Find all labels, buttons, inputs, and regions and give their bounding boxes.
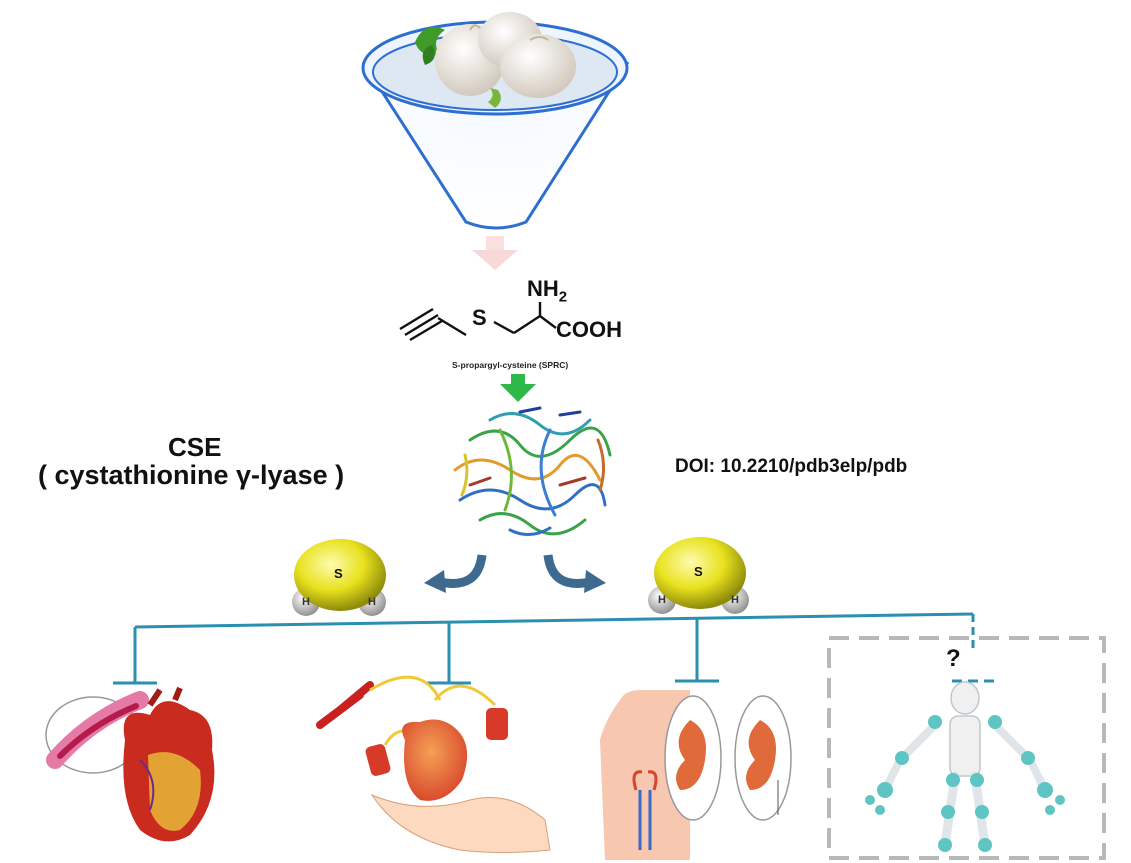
cse-protein-structure-icon: [453, 406, 612, 536]
h2s-molecule-left: [292, 539, 386, 616]
sprc-structure: [399, 302, 557, 342]
curved-arrow-right: [543, 554, 606, 593]
unknown-target-question-mark: ?: [946, 645, 961, 672]
enzyme-abbreviation: CSE: [168, 432, 222, 462]
h2s-molecule-right: [648, 537, 749, 614]
heart-on-hand-icon: [316, 675, 551, 853]
garlic-funnel-icon: [361, 12, 630, 230]
kidney-body-icon: [600, 690, 792, 860]
h2s-left-sulfur-label: S: [334, 566, 343, 581]
garlic-icon: [415, 12, 576, 108]
h2s-right-sulfur-label: S: [694, 564, 703, 579]
h2s-right-hydrogen-b: H: [731, 594, 739, 606]
amine-label: NH: [527, 276, 559, 301]
h2s-left-hydrogen-b: H: [368, 596, 376, 608]
carboxyl-group-label: COOH: [556, 317, 622, 342]
unknown-target-box: [827, 636, 1106, 860]
compound-name: S-propargyl-cysteine (SPRC): [452, 360, 569, 370]
amine-group-label: NH2: [527, 276, 567, 305]
inhibition-tree: [113, 612, 996, 685]
sulfur-atom-label: S: [472, 305, 487, 330]
enzyme-full-name: ( cystathionine γ-lyase ): [38, 460, 345, 490]
skeleton-joints-icon: [865, 681, 1065, 852]
h2s-left-hydrogen-a: H: [302, 596, 310, 608]
amine-subscript: 2: [558, 288, 568, 306]
funnel-output-arrow: [472, 236, 518, 270]
curved-arrow-left: [424, 554, 487, 593]
h2s-right-hydrogen-a: H: [658, 594, 666, 606]
cardiovascular-heart-icon: [45, 686, 215, 842]
doi-label: DOI: 10.2210/pdb3elp/pdb: [675, 456, 908, 477]
green-down-arrow: [500, 374, 536, 402]
